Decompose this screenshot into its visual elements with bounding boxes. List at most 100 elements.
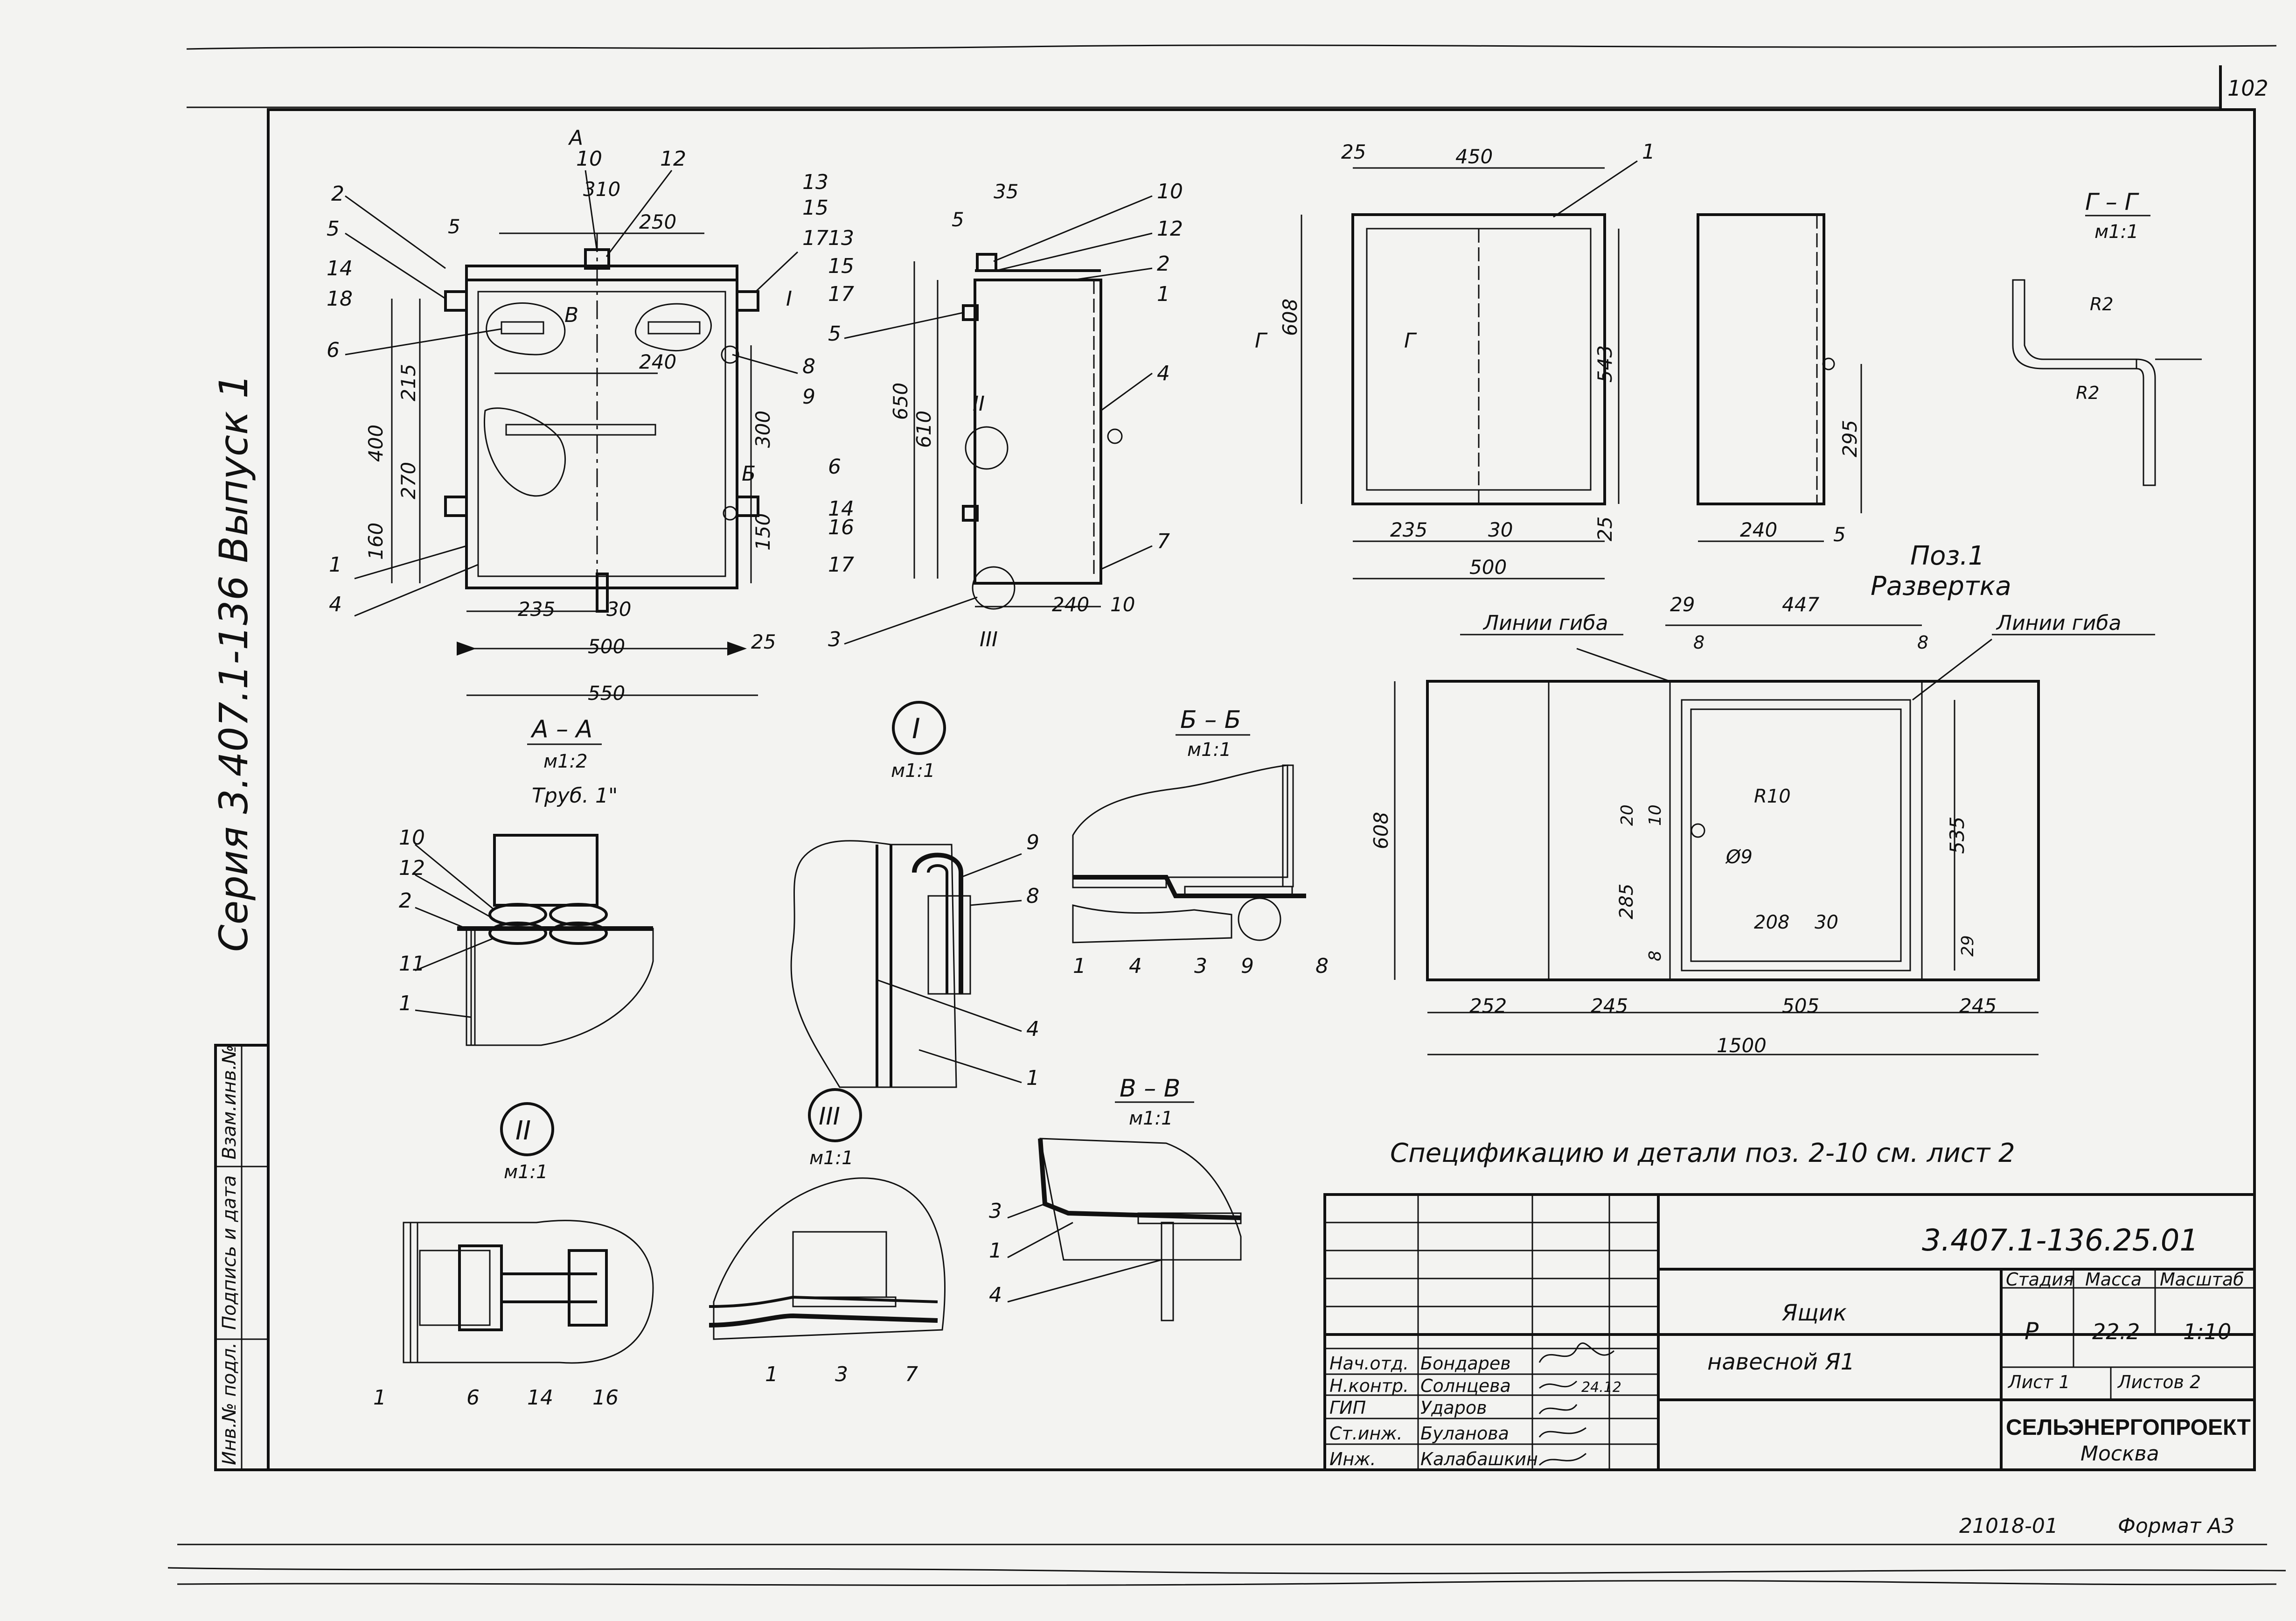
- svg-text:8: 8: [1917, 632, 1928, 653]
- svg-text:17: 17: [828, 282, 854, 306]
- bb-detail: Б – Б м1:1 1 4 3 9 8: [1072, 706, 1329, 978]
- svg-text:м1:1: м1:1: [891, 760, 935, 782]
- sheet-number: 102: [2227, 76, 2268, 101]
- svg-text:Ящик: Ящик: [1781, 1300, 1847, 1326]
- svg-text:ГИП: ГИП: [1329, 1397, 1366, 1418]
- svg-text:3: 3: [1194, 954, 1207, 978]
- svg-text:240: 240: [1052, 593, 1089, 616]
- svg-text:10: 10: [1110, 593, 1135, 616]
- svg-text:270: 270: [397, 462, 420, 499]
- svg-text:Нач.отд.: Нач.отд.: [1329, 1353, 1409, 1374]
- svg-text:навесной Я1: навесной Я1: [1707, 1349, 1855, 1375]
- svg-text:400: 400: [364, 425, 387, 462]
- svg-text:208: 208: [1754, 912, 1789, 933]
- svg-text:Труб. 1": Труб. 1": [532, 784, 618, 808]
- svg-text:I: I: [786, 287, 792, 311]
- svg-text:м1:1: м1:1: [1129, 1108, 1173, 1129]
- aa-detail: А – А м1:2 Труб. 1" 10 12 2 11 1: [399, 715, 654, 1046]
- svg-text:Подпись и дата: Подпись и дата: [219, 1175, 240, 1330]
- svg-text:8: 8: [1646, 950, 1665, 961]
- sheet-frame: [267, 108, 2256, 1471]
- svg-text:4: 4: [1026, 1017, 1039, 1041]
- svg-text:450: 450: [1455, 145, 1493, 168]
- svg-text:Солнцева: Солнцева: [1420, 1376, 1511, 1396]
- svg-text:650: 650: [889, 383, 912, 420]
- svg-text:500: 500: [588, 635, 625, 658]
- svg-text:252: 252: [1469, 994, 1507, 1017]
- svg-text:17: 17: [802, 226, 828, 250]
- svg-text:29: 29: [1958, 935, 1977, 957]
- svg-text:240: 240: [639, 350, 676, 373]
- svg-text:1500: 1500: [1717, 1034, 1767, 1057]
- svg-text:5: 5: [952, 208, 964, 231]
- svg-text:550: 550: [588, 682, 625, 705]
- svg-text:м1:1: м1:1: [809, 1147, 854, 1169]
- svg-text:Развертка: Развертка: [1871, 571, 2011, 601]
- svg-text:5: 5: [327, 217, 340, 241]
- svg-text:Инв.№ подл.: Инв.№ подл.: [219, 1342, 240, 1465]
- svg-text:8: 8: [1315, 954, 1329, 978]
- svg-text:1:10: 1:10: [2183, 1319, 2231, 1344]
- vv-detail: В – В м1:1 3 1 4: [989, 1075, 1242, 1321]
- svg-text:250: 250: [639, 210, 676, 233]
- svg-text:25: 25: [1593, 517, 1616, 541]
- svg-text:м1:1: м1:1: [504, 1161, 548, 1183]
- svg-text:R10: R10: [1754, 786, 1791, 807]
- svg-text:4: 4: [989, 1283, 1002, 1307]
- svg-text:3: 3: [828, 628, 841, 651]
- svg-text:240: 240: [1740, 518, 1777, 541]
- svg-text:4: 4: [1157, 362, 1170, 385]
- svg-text:8: 8: [802, 355, 815, 378]
- svg-text:6: 6: [327, 338, 340, 362]
- svg-text:Линии гиба: Линии гиба: [1482, 611, 1608, 635]
- svg-text:245: 245: [1591, 994, 1628, 1017]
- svg-text:20: 20: [1618, 804, 1637, 826]
- svg-text:35: 35: [994, 180, 1018, 203]
- svg-text:Стадия: Стадия: [2006, 1269, 2074, 1290]
- svg-text:Калабашкин: Калабашкин: [1420, 1449, 1538, 1469]
- svg-text:18: 18: [327, 287, 353, 311]
- title-block: 3.407.1-136.25.01 Ящик навесной Я1 Стади…: [1323, 1193, 2256, 1471]
- svg-text:6: 6: [466, 1386, 480, 1410]
- svg-text:1: 1: [1157, 282, 1170, 306]
- svg-text:В – В: В – В: [1120, 1075, 1180, 1103]
- svg-text:500: 500: [1469, 556, 1507, 579]
- svg-text:7: 7: [1157, 530, 1170, 553]
- svg-text:12: 12: [399, 856, 425, 880]
- svg-text:447: 447: [1782, 593, 1819, 616]
- svg-text:535: 535: [1946, 817, 1969, 854]
- svg-text:235: 235: [1390, 518, 1427, 541]
- svg-text:1: 1: [1073, 954, 1086, 978]
- svg-text:10: 10: [576, 147, 602, 171]
- svg-text:13: 13: [802, 170, 828, 194]
- svg-text:160: 160: [364, 523, 387, 560]
- svg-text:А – А: А – А: [530, 715, 592, 743]
- svg-text:2: 2: [331, 182, 344, 206]
- svg-text:15: 15: [828, 254, 854, 278]
- svg-text:6: 6: [828, 455, 841, 479]
- svg-text:Лист 1: Лист 1: [2007, 1372, 2070, 1392]
- svg-text:Москва: Москва: [2080, 1442, 2159, 1466]
- svg-text:608: 608: [1279, 299, 1301, 336]
- svg-text:В: В: [564, 303, 578, 327]
- svg-text:Масштаб: Масштаб: [2160, 1269, 2244, 1290]
- svg-text:А: А: [568, 126, 583, 150]
- svg-text:Б: Б: [742, 462, 756, 486]
- svg-text:30: 30: [1488, 518, 1513, 541]
- svg-text:13: 13: [828, 226, 854, 250]
- svg-text:Линии гиба: Линии гиба: [1996, 611, 2121, 635]
- svg-text:1: 1: [765, 1362, 778, 1386]
- svg-text:2: 2: [1157, 252, 1170, 276]
- svg-text:30: 30: [606, 598, 631, 621]
- svg-text:Буланова: Буланова: [1420, 1423, 1509, 1444]
- svg-text:1: 1: [989, 1239, 1002, 1263]
- svg-text:295: 295: [1838, 420, 1861, 457]
- svg-text:СЕЛЬЭНЕРГОПРОЕКТ: СЕЛЬЭНЕРГОПРОЕКТ: [2006, 1415, 2251, 1440]
- svg-text:29: 29: [1670, 593, 1695, 616]
- svg-text:3: 3: [989, 1199, 1002, 1223]
- format-label: Формат А3: [2118, 1514, 2235, 1538]
- svg-text:30: 30: [1815, 912, 1838, 933]
- svg-text:III: III: [819, 1103, 840, 1131]
- svg-text:5: 5: [1833, 523, 1846, 546]
